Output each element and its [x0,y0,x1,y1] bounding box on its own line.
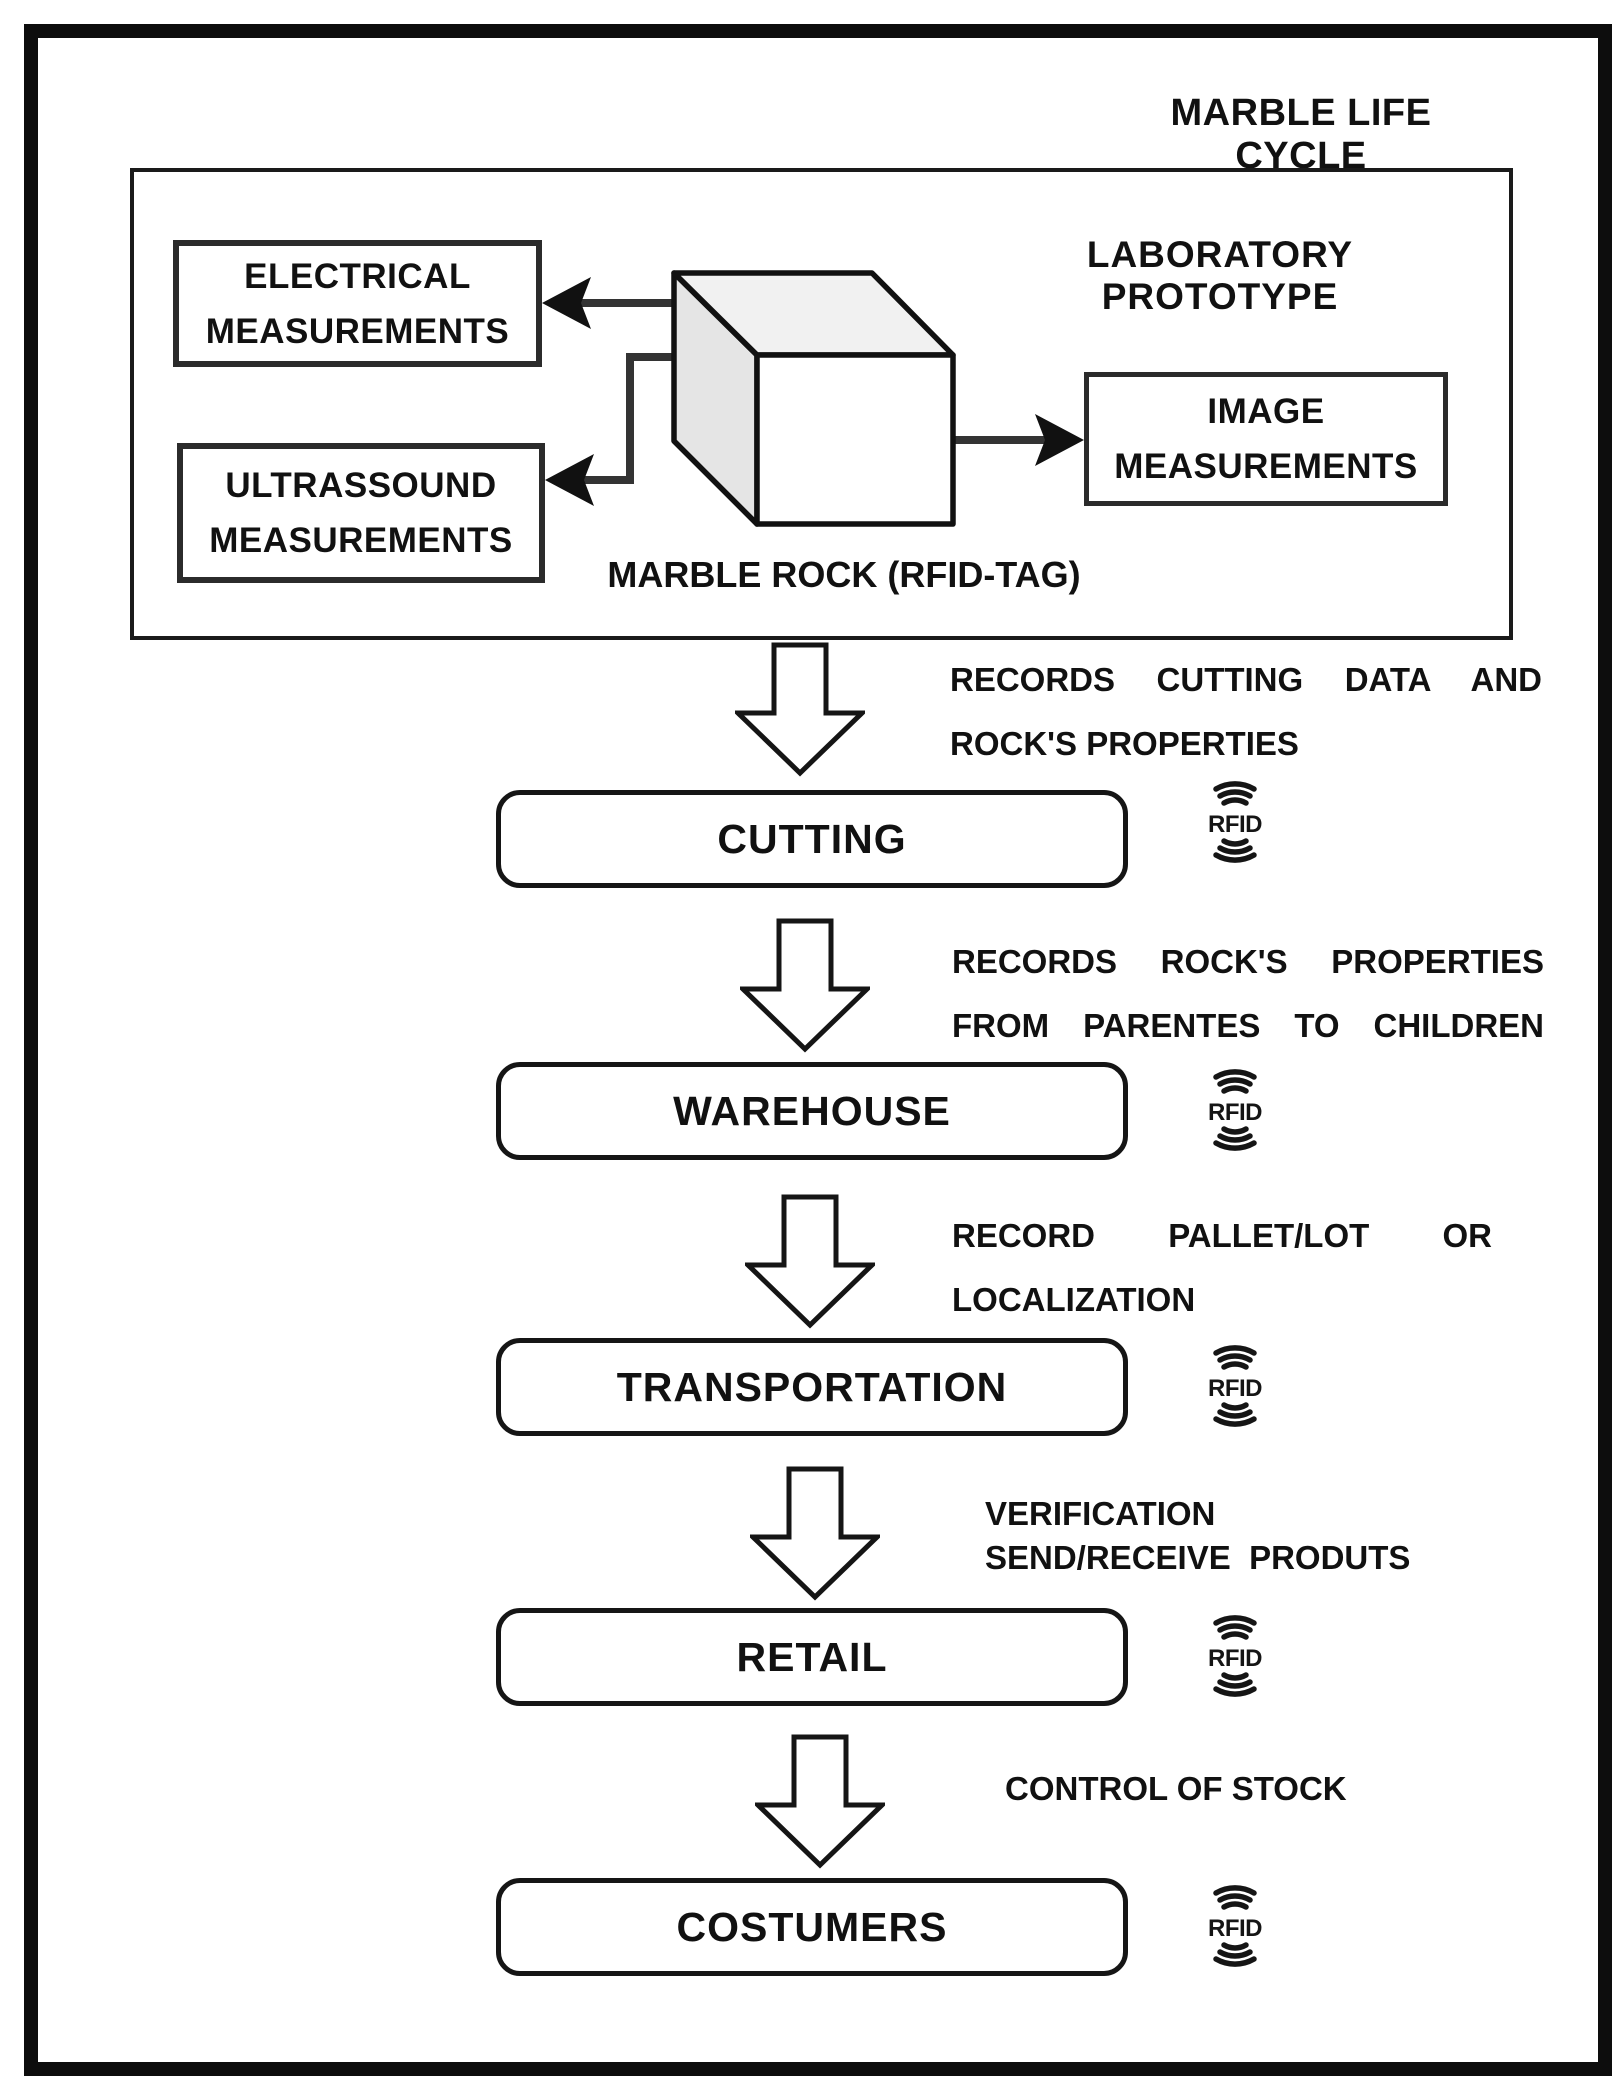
transportation-note: RECORD PALLET/LOT OR LOCALIZATION [952,1204,1492,1332]
down-arrow-icon [745,1194,875,1329]
image-measurements-line2: MEASUREMENTS [1114,447,1418,486]
step-costumers-label: COSTUMERS [676,1903,948,1950]
step-cutting-label: CUTTING [717,815,907,862]
laboratory-prototype-box: LABORATORY PROTOTYPE ELECTRICAL MEASUREM… [130,168,1513,640]
transportation-note-line1: RECORD PALLET/LOT OR [952,1217,1492,1254]
retail-note-line2: SEND/RECEIVE PRODUTS [985,1539,1411,1576]
rfid-icon-label: RFID [1208,1915,1262,1942]
cutting-note: RECORDS CUTTING DATA AND ROCK'S PROPERTI… [950,648,1542,776]
costumers-note: CONTROL OF STOCK [1005,1765,1455,1813]
step-transportation-label: TRANSPORTATION [616,1363,1008,1410]
arrow-to-ultrasound-icon [545,353,682,506]
electrical-measurements-line1: ELECTRICAL [244,256,471,296]
costumers-note-line1: CONTROL OF STOCK [1005,1770,1347,1807]
down-arrow-icon [755,1734,885,1869]
electrical-measurements-line2: MEASUREMENTS [205,311,510,351]
warehouse-note-line1: RECORDS ROCK'S PROPERTIES [952,943,1544,980]
step-transportation: TRANSPORTATION [496,1338,1128,1436]
ultrasound-measurements-line2: MEASUREMENTS [209,521,513,560]
page-border-frame [24,24,1612,2076]
down-arrow-icon [750,1466,880,1601]
rfid-icon: RFID [1208,772,1263,876]
down-arrow-icon [740,918,870,1053]
rfid-icon: RFID [1208,1336,1263,1440]
image-measurements-line1: IMAGE [1207,392,1325,431]
rfid-icon: RFID [1208,1060,1263,1164]
marble-rock-label: MARBLE ROCK (RFID-TAG) [607,554,1081,595]
step-costumers: COSTUMERS [496,1878,1128,1976]
image-measurements-box: IMAGE MEASUREMENTS [1084,372,1448,506]
down-arrow-icon [735,642,865,777]
diagram-title: MARBLE LIFE CYCLE [1170,92,1432,177]
rfid-icon: RFID [1208,1876,1263,1980]
step-warehouse-label: WAREHOUSE [673,1087,951,1134]
rfid-icon: RFID [1208,1606,1263,1710]
rfid-icon-label: RFID [1208,1099,1262,1126]
transportation-note-line2: LOCALIZATION [952,1281,1196,1318]
ultrasound-measurements-box: ULTRASSOUND MEASUREMENTS [177,443,545,583]
retail-note: VERIFICATION SEND/RECEIVE PRODUTS [985,1492,1505,1580]
retail-note-line1: VERIFICATION [985,1495,1216,1532]
arrow-to-image-icon [953,414,1084,466]
warehouse-note: RECORDS ROCK'S PROPERTIES FROM PARENTES … [952,930,1544,1058]
step-retail-label: RETAIL [736,1633,888,1680]
marble-rock-cube-icon [671,270,956,527]
rfid-icon-label: RFID [1208,1375,1262,1402]
step-warehouse: WAREHOUSE [496,1062,1128,1160]
electrical-measurements-box: ELECTRICAL MEASUREMENTS [173,240,542,367]
step-cutting: CUTTING [496,790,1128,888]
ultrasound-measurements-line1: ULTRASSOUND [225,466,497,505]
step-retail: RETAIL [496,1608,1128,1706]
rfid-icon-label: RFID [1208,1645,1262,1672]
laboratory-prototype-label: LABORATORY PROTOTYPE [1086,234,1354,317]
warehouse-note-line2: FROM PARENTES TO CHILDREN [952,1007,1544,1044]
cutting-note-line1: RECORDS CUTTING DATA AND [950,661,1542,698]
arrow-to-electrical-icon [542,277,679,329]
cutting-note-line2: ROCK'S PROPERTIES [950,725,1299,762]
rfid-icon-label: RFID [1208,811,1262,838]
